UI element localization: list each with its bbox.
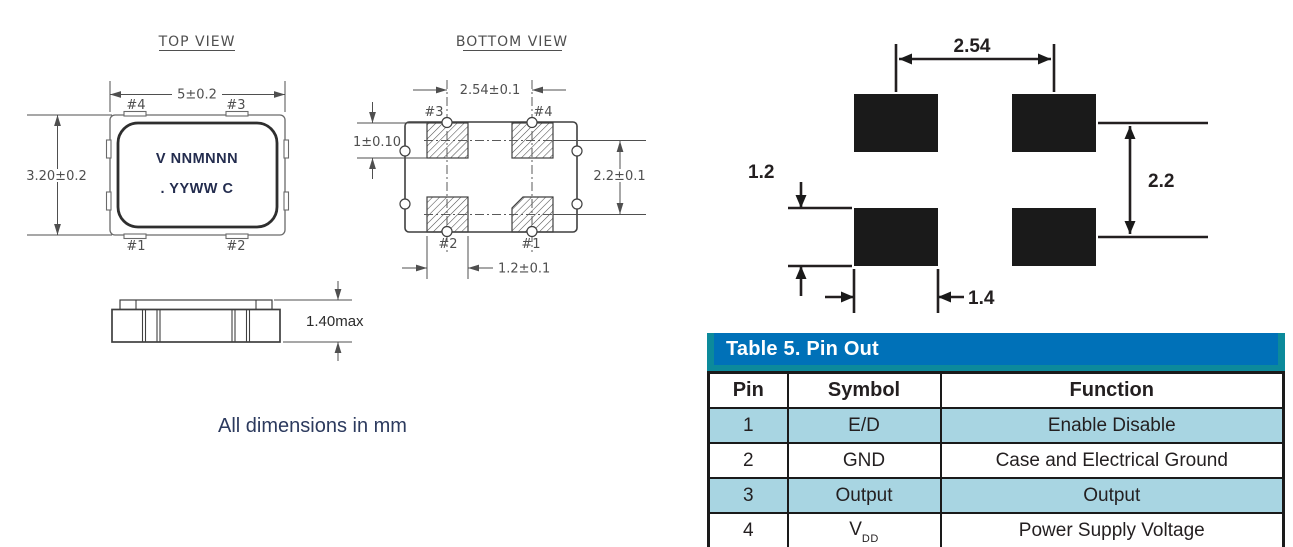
bottom-view-title: BOTTOM VIEW: [456, 34, 568, 50]
bottom-view-pin1-label: #1: [521, 237, 540, 252]
bottom-view-pad-length-dimension: 1±0.10: [353, 102, 427, 179]
top-view-height-label: 3.20±0.2: [26, 169, 87, 184]
pin-table: Pin Symbol Function 1 E/D Enable Disable…: [707, 371, 1285, 547]
cell-symbol: Output: [786, 477, 942, 514]
table-row-pin3: 3 Output Output: [707, 477, 1285, 514]
land-pitch-x-label: 2.54: [954, 36, 991, 57]
land-pattern: 2.54 1.2 1.4 2.2: [748, 36, 1208, 313]
land-pad-top-right: [1012, 94, 1096, 152]
top-view-height-dimension: 3.20±0.2: [26, 114, 112, 236]
side-view-seams: [135, 300, 257, 342]
table-title-bar: Table 5. Pin Out: [707, 333, 1285, 371]
cell-function: Enable Disable: [939, 407, 1285, 444]
bottom-view-pin3-label: #3: [424, 105, 443, 120]
top-view: TOP VIEW V NNMNNN . YYWW C #4 #3 #1 #2 5…: [26, 34, 290, 254]
side-view-lid: [119, 299, 273, 311]
land-pattern-pads: [854, 94, 1096, 266]
cell-pin: 1: [707, 407, 789, 444]
land-pad-bottom-right: [1012, 208, 1096, 266]
bottom-view-pitch-label: 2.54±0.1: [460, 83, 521, 98]
bottom-view-pitch-dimension: 2.54±0.1: [413, 83, 566, 98]
land-pattern-pitch-x-dimension: 2.54: [894, 36, 1056, 92]
top-view-width-dimension: 5±0.2: [109, 81, 286, 112]
bottom-view-pad-width-dimension: 1.2±0.1: [402, 236, 550, 279]
pin-out-table: Table 5. Pin Out Pin Symbol Function 1 E…: [707, 333, 1285, 547]
marking-line1: V NNMNNN: [156, 151, 238, 167]
side-view: 1.40max: [111, 281, 364, 361]
top-view-width-label: 5±0.2: [177, 88, 217, 103]
top-view-pin1-label: #1: [126, 239, 145, 254]
marking-line2: . YYWW C: [160, 181, 233, 197]
side-view-height-dimension: 1.40max: [274, 281, 364, 361]
vdd-base: V: [849, 518, 862, 540]
cell-function: Case and Electrical Ground: [939, 442, 1285, 479]
bottom-view-pin2-label: #2: [438, 237, 457, 252]
bottom-view: BOTTOM VIEW #3 #4 #2 #1: [353, 34, 646, 279]
land-pad-width-label: 1.4: [968, 288, 995, 309]
top-view-pin2-label: #2: [226, 239, 245, 254]
land-pitch-y-label: 2.2: [1148, 171, 1174, 192]
table-row-pin1: 1 E/D Enable Disable: [707, 407, 1285, 444]
castellation-notches: [399, 116, 583, 238]
bottom-view-row-pitch-label: 2.2±0.1: [593, 169, 645, 184]
cell-function: Output: [939, 477, 1285, 514]
table-row-pin4: 4 VDD Power Supply Voltage: [707, 512, 1285, 547]
table-title: Table 5. Pin Out: [726, 337, 879, 360]
vdd-subscript: DD: [861, 533, 879, 546]
cell-symbol: E/D: [786, 407, 942, 444]
cell-function: Power Supply Voltage: [939, 512, 1285, 547]
side-view-height-label: 1.40max: [306, 313, 364, 330]
land-pattern-pad-width-dimension: 1.4: [825, 269, 995, 313]
land-pad-bottom-left: [854, 208, 938, 266]
col-header-pin: Pin: [707, 371, 789, 409]
col-header-symbol: Symbol: [786, 371, 942, 409]
table-row-pin2: 2 GND Case and Electrical Ground: [707, 442, 1285, 479]
col-header-function: Function: [939, 371, 1285, 409]
cell-symbol: GND: [786, 442, 942, 479]
side-view-body: [111, 308, 281, 343]
package-lid-outline: [116, 121, 279, 229]
castellation-tabs: [105, 110, 290, 240]
land-pad-height-label: 1.2: [748, 162, 774, 183]
land-pad-top-left: [854, 94, 938, 152]
top-view-pin3-label: #3: [226, 98, 245, 113]
bottom-view-pin4-label: #4: [533, 105, 552, 120]
cell-symbol: VDD: [786, 512, 942, 547]
dimensions-note: All dimensions in mm: [218, 415, 407, 437]
bottom-view-pad-length-label: 1±0.10: [353, 135, 401, 150]
top-view-title: TOP VIEW: [158, 34, 236, 50]
top-view-pin4-label: #4: [126, 98, 145, 113]
table-header-row: Pin Symbol Function: [707, 371, 1285, 409]
cell-pin: 3: [707, 477, 789, 514]
land-pattern-pitch-y-dimension: 2.2: [1098, 121, 1208, 239]
cell-pin: 4: [707, 512, 789, 547]
bottom-view-pad-width-label: 1.2±0.1: [498, 262, 550, 277]
cell-pin: 2: [707, 442, 789, 479]
bottom-view-row-pitch-dimension: 2.2±0.1: [553, 140, 646, 215]
land-pattern-pad-height-dimension: 1.2: [748, 162, 852, 296]
